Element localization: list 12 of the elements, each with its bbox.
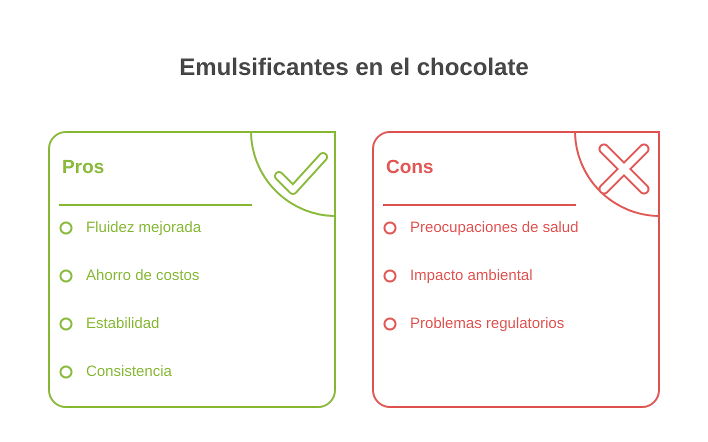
list-item: Impacto ambiental	[410, 266, 533, 286]
list-item: Consistencia	[86, 362, 172, 382]
list-item: Ahorro de costos	[86, 266, 200, 286]
card-heading: Cons	[386, 156, 434, 179]
list-item: Fluidez mejorada	[86, 218, 202, 238]
card-heading: Pros	[62, 156, 104, 179]
list-item: Preocupaciones de salud	[410, 218, 578, 238]
card-panel	[372, 131, 660, 408]
diagram-title: Emulsificantes en el chocolate	[178, 53, 530, 83]
card-panel	[48, 131, 336, 408]
list-item: Estabilidad	[86, 314, 160, 334]
list-item: Problemas regulatorios	[410, 314, 564, 334]
